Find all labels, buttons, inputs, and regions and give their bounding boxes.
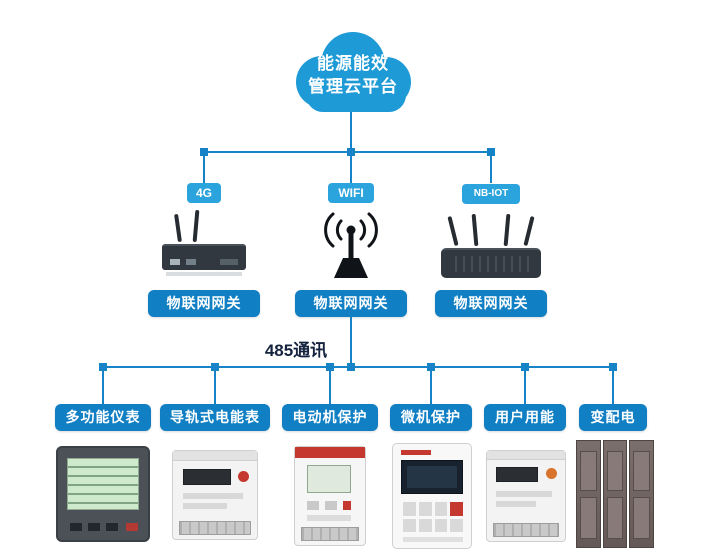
connector-cloud-down <box>350 112 352 152</box>
connector-drop-device-6 <box>612 367 614 404</box>
cloud-title: 能源能效 管理云平台 <box>278 52 428 98</box>
din-rail-meter-image <box>172 450 258 540</box>
junction-dot <box>347 363 355 371</box>
connector-bus-horizontal <box>103 366 614 368</box>
cloud-title-line1: 能源能效 <box>317 54 389 73</box>
gateway-label-4g: 物联网网关 <box>148 290 260 317</box>
badge-nbiot: NB-IOT <box>462 184 520 204</box>
device-label-microcomputer-protection: 微机保护 <box>390 404 472 431</box>
device-label-user-energy: 用户用能 <box>484 404 566 431</box>
router-nbiot-icon <box>441 212 541 286</box>
connector-drop-device-2 <box>214 367 216 404</box>
connector-drop-nbiot <box>490 152 492 183</box>
multifunction-meter-image <box>56 446 150 542</box>
device-label-din-rail-meter: 导轨式电能表 <box>160 404 270 431</box>
router-4g-icon <box>156 209 252 286</box>
device-label-power-distribution: 变配电 <box>579 404 647 431</box>
connector-drop-4g <box>203 152 205 183</box>
gateway-label-nbiot: 物联网网关 <box>435 290 547 317</box>
connector-drop-device-4 <box>430 367 432 404</box>
connector-drop-wifi <box>350 152 352 183</box>
bus-485-label: 485通讯 <box>264 341 328 360</box>
connector-drop-device-1 <box>102 367 104 404</box>
badge-4g: 4G <box>187 183 221 203</box>
motor-protection-image <box>294 446 366 546</box>
cloud-icon <box>296 32 411 112</box>
cloud-title-line2: 管理云平台 <box>308 77 398 96</box>
user-energy-meter-image <box>486 450 566 542</box>
power-distribution-cabinet-image <box>576 440 655 548</box>
connector-gateway-to-bus <box>350 317 352 367</box>
connector-drop-device-3 <box>329 367 331 404</box>
device-label-motor-protection: 电动机保护 <box>282 404 378 431</box>
gateway-label-wifi: 物联网网关 <box>295 290 407 317</box>
microcomputer-protection-image <box>392 443 472 549</box>
badge-wifi: WIFI <box>328 183 374 203</box>
device-label-multifunction-meter: 多功能仪表 <box>55 404 151 431</box>
connector-drop-device-5 <box>524 367 526 404</box>
wifi-antenna-icon <box>324 212 378 278</box>
